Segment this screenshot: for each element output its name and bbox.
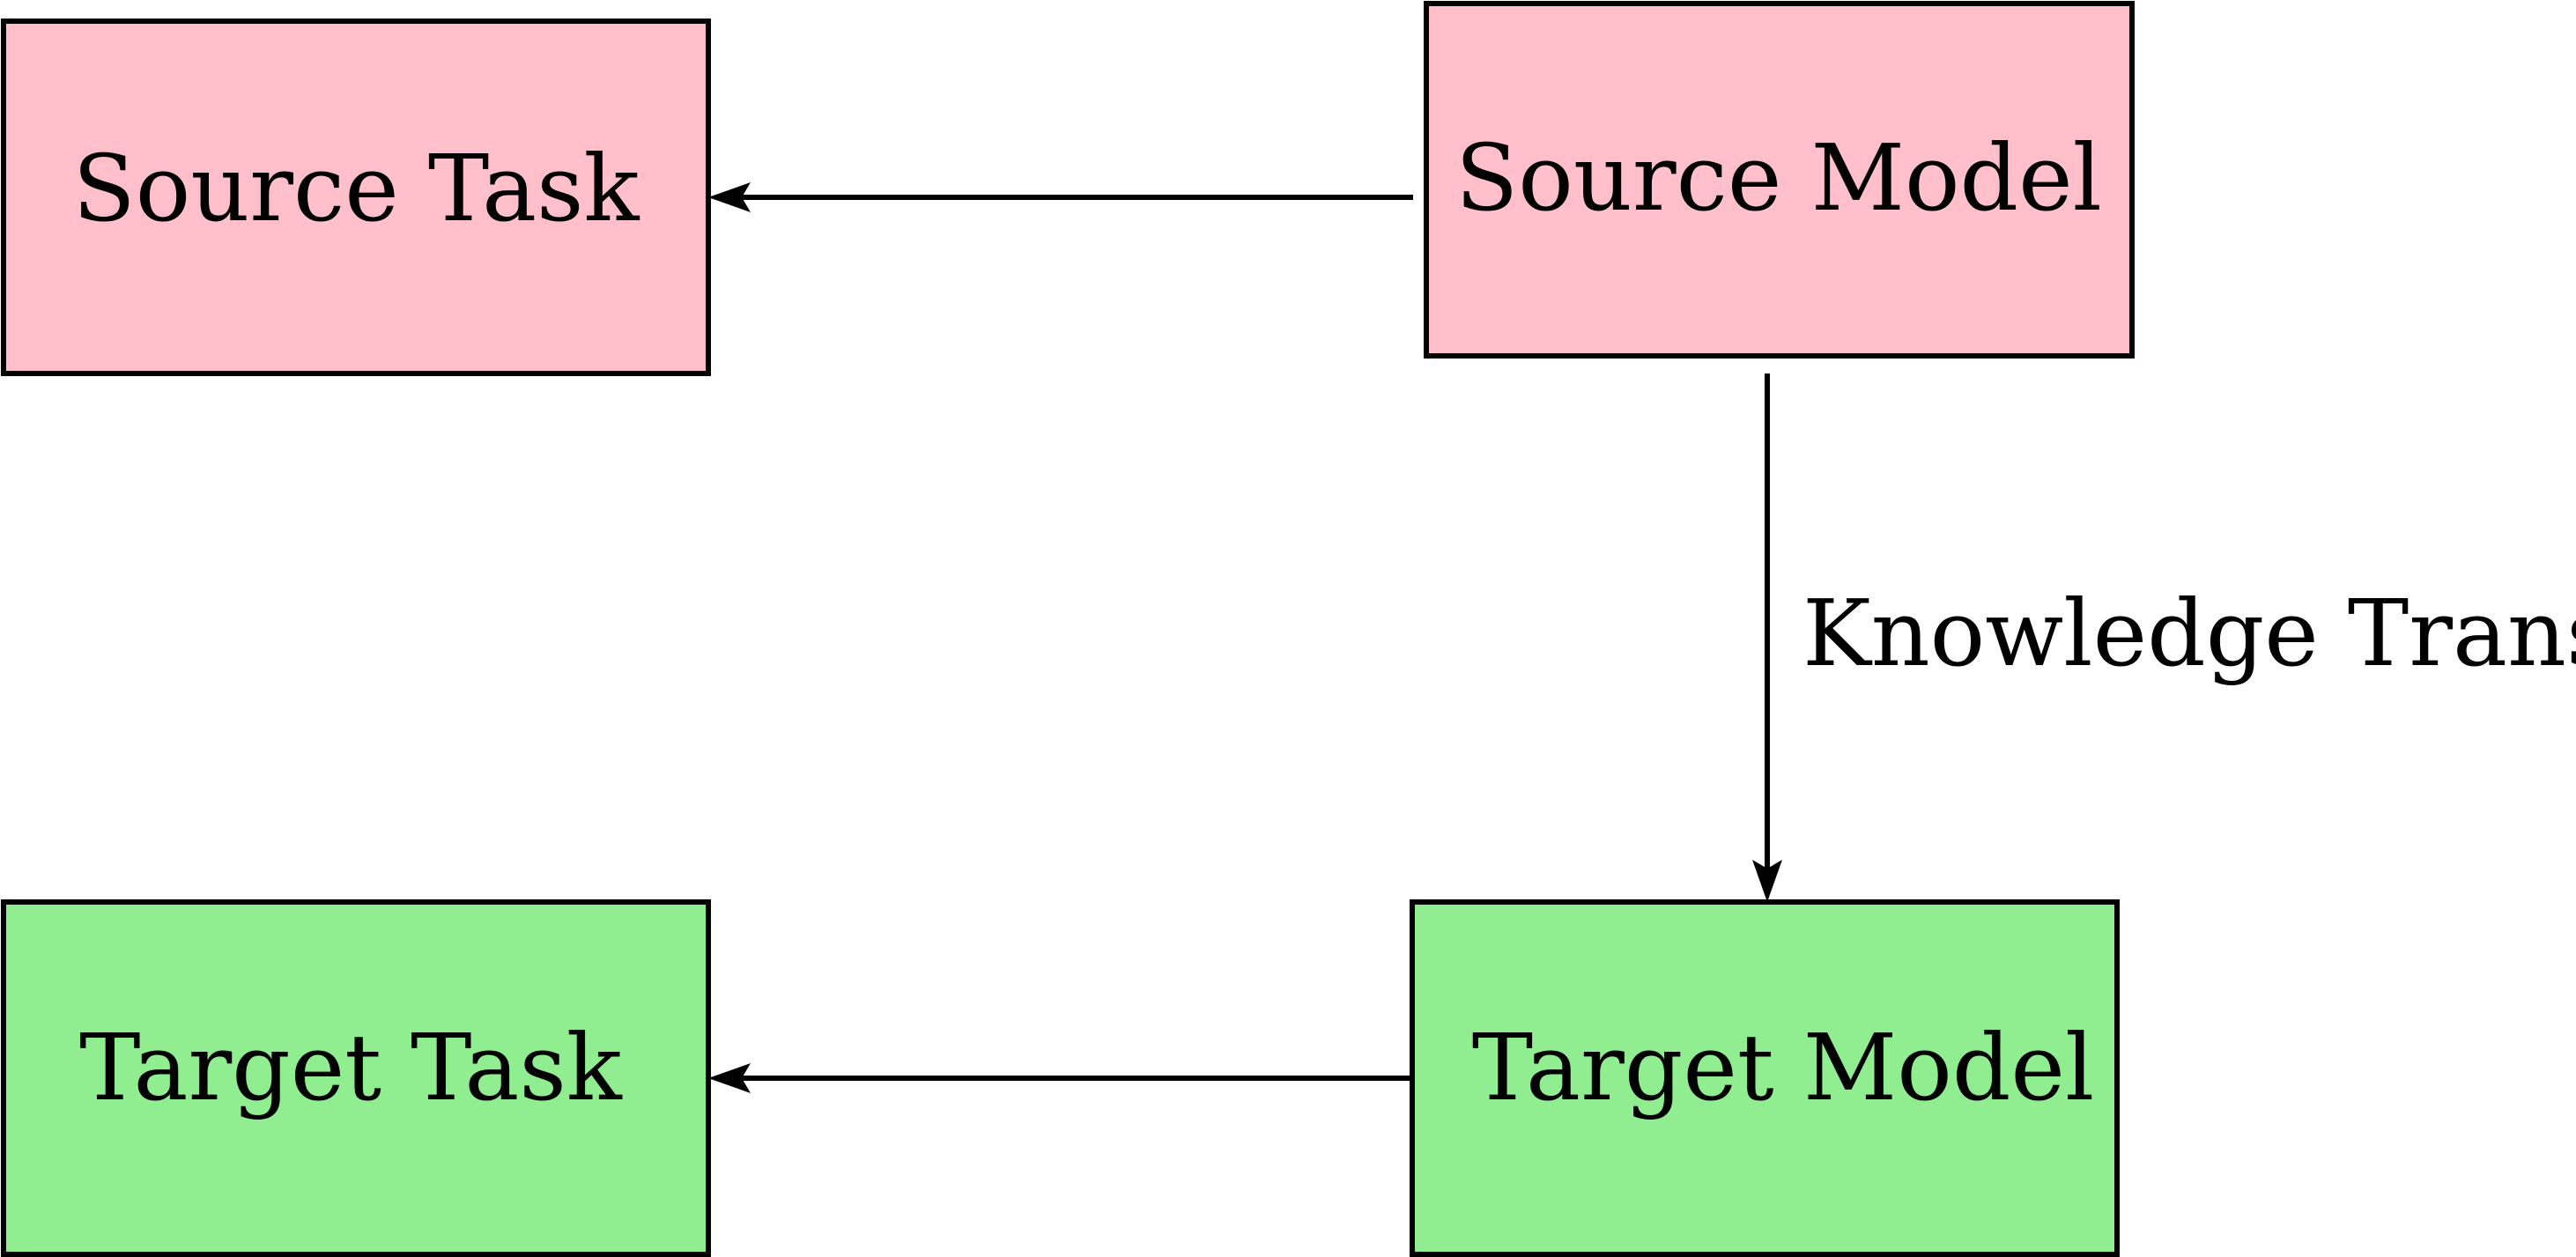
edge-knowledge-transfer: Knowledge Transfer xyxy=(1752,373,2576,902)
edge-source-model-to-source-task xyxy=(708,182,1413,212)
source-task-box xyxy=(1,18,711,376)
arrowhead-left-icon xyxy=(708,1063,751,1093)
edge-target-model-to-target-task xyxy=(708,1063,1412,1093)
source-task-label: Source Task xyxy=(72,135,640,242)
source-task-node: Source Task xyxy=(1,18,711,376)
source-model-label: Source Model xyxy=(1455,124,2102,232)
target-model-label: Target Model xyxy=(1472,1014,2094,1121)
target-task-box xyxy=(1,899,711,1257)
source-model-node: Source Model xyxy=(1424,1,2135,359)
target-task-node: Target Task xyxy=(1,899,711,1257)
target-model-node: Target Model xyxy=(1410,899,2120,1257)
target-model-box xyxy=(1410,899,2120,1257)
edge-label-knowledge-transfer: Knowledge Transfer xyxy=(1802,580,2576,687)
arrowhead-down-icon xyxy=(1752,860,1782,902)
arrowhead-left-icon xyxy=(708,182,751,212)
target-task-label: Target Task xyxy=(79,1014,623,1121)
source-model-box xyxy=(1424,1,2135,359)
